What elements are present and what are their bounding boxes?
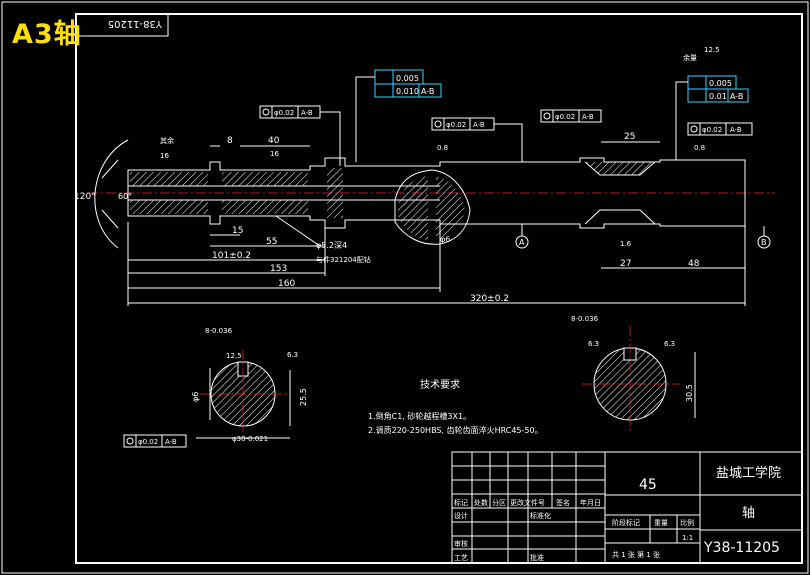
hole-note: 与件321204配钻	[316, 255, 371, 264]
title-block: 标记 处数 分区 更改文件号 签名 年月日 设计 标准化 审核 工艺 批准 阶段…	[451, 451, 803, 564]
section-view-right: 8-0.036 6.3 6.3 30.5	[571, 315, 696, 434]
dim-25: 25	[624, 132, 635, 142]
gear-hatch	[585, 162, 655, 175]
fcf-group-3: φ0.02 A-B	[540, 109, 602, 123]
section-hatch-left	[130, 172, 308, 214]
svg-text:φ0.02: φ0.02	[274, 109, 294, 117]
dim-60: 60°	[118, 192, 132, 201]
corner-code-box	[75, 13, 169, 37]
section-hatch-collar	[327, 168, 343, 218]
svg-text:标准化: 标准化	[530, 511, 551, 520]
tol-1b: 0.010	[396, 87, 419, 96]
svg-text:年月日: 年月日	[580, 498, 601, 507]
drawing-frame	[75, 13, 803, 564]
svg-text:A-B: A-B	[301, 109, 313, 117]
drawing-number: Y38-11205	[703, 540, 780, 556]
fcf-group-1: φ0.02 A-B	[259, 105, 341, 166]
section-view-left: 8-0.036 12.5 6.3 φ6 25.5 φ30-0.021	[191, 327, 308, 443]
rough-08: 0.8	[437, 144, 448, 152]
svg-text:审核: 审核	[454, 539, 468, 548]
gear-tooth-bottom	[584, 209, 656, 225]
dim-27: 27	[620, 259, 631, 269]
rough-16-c: 1.6	[620, 240, 632, 248]
svg-text:φ0.02: φ0.02	[138, 438, 158, 446]
svg-text:标记: 标记	[454, 498, 468, 507]
svg-text:8-0.036: 8-0.036	[571, 315, 599, 323]
svg-text:批准: 批准	[530, 553, 544, 562]
svg-text:30.5: 30.5	[685, 384, 694, 402]
tol-2a: 0.005	[709, 79, 732, 88]
rough-16-a: 16	[160, 152, 169, 160]
datum-b: B	[761, 238, 767, 247]
svg-text:φ30-0.021: φ30-0.021	[232, 435, 268, 443]
svg-text:工艺: 工艺	[454, 554, 468, 562]
dim-15: 15	[232, 226, 243, 236]
dim-55: 55	[266, 237, 277, 247]
fcf-group-2: φ0.02 A-B	[431, 117, 523, 162]
svg-text:比例: 比例	[680, 518, 694, 527]
svg-text:分区: 分区	[492, 498, 506, 507]
svg-text:1:1: 1:1	[682, 534, 693, 542]
svg-text:25.5: 25.5	[299, 388, 308, 406]
corner-code: Y38-11205	[108, 18, 163, 29]
svg-text:12.5: 12.5	[226, 352, 242, 360]
tech-heading: 技术要求	[420, 378, 460, 391]
dim-101: 101±0.2	[212, 251, 251, 261]
svg-text:6.3: 6.3	[588, 340, 599, 348]
svg-text:处数: 处数	[474, 498, 488, 507]
dim-40: 40	[268, 136, 280, 146]
dim-320: 320±0.2	[470, 294, 509, 304]
tol-1b-ref: A-B	[421, 87, 434, 96]
end-arc	[94, 139, 129, 249]
fcf-group-4: φ0.02 A-B	[687, 122, 753, 136]
material: 45	[639, 477, 657, 493]
dim-160: 160	[278, 279, 295, 289]
remain-label-2: 余量	[683, 53, 697, 62]
tech-line-2: 2.调质220-250HBS, 齿轮齿面淬火HRC45-50。	[368, 425, 543, 435]
tech-line-1: 1.倒角C1, 砂轮越程槽3X1。	[368, 411, 471, 421]
dim-8: 8	[227, 136, 233, 146]
dim-48: 48	[688, 259, 700, 269]
fcf-group-5: φ0.02 A-B	[123, 434, 187, 448]
svg-text:φ0.02: φ0.02	[555, 113, 575, 121]
svg-text:签名: 签名	[556, 498, 570, 507]
tol-2b: 0.01	[709, 92, 727, 101]
tol-1a: 0.005	[396, 74, 419, 83]
svg-text:6.3: 6.3	[664, 340, 675, 348]
svg-text:A-B: A-B	[730, 126, 742, 134]
svg-text:A-B: A-B	[165, 438, 177, 446]
svg-text:共 1 张 第 1 张: 共 1 张 第 1 张	[612, 550, 660, 559]
hole-callout: φ5.2深4	[316, 241, 347, 250]
svg-text:A-B: A-B	[473, 121, 485, 129]
remain-label: 其余	[160, 136, 174, 145]
svg-text:A-B: A-B	[582, 113, 594, 121]
svg-text:φ0.02: φ0.02	[702, 126, 722, 134]
part-name: 轴	[742, 506, 755, 521]
svg-text:更改文件号: 更改文件号	[510, 498, 545, 507]
svg-text:重量: 重量	[654, 519, 668, 527]
school-name: 盐城工学院	[716, 465, 781, 481]
rough-08-b: 0.8	[694, 144, 705, 152]
gear-tooth-top	[584, 161, 656, 176]
broken-hatch	[398, 176, 465, 240]
rough-125-b: 12.5	[704, 46, 720, 54]
rough-16-b: 16	[270, 150, 279, 158]
broken-section	[394, 169, 471, 245]
datum-a: A	[519, 238, 525, 247]
page-title: A3轴	[12, 19, 82, 50]
phi6-label: φ6	[440, 235, 450, 244]
svg-text:6.3: 6.3	[287, 351, 298, 359]
dim-120: 120°	[74, 192, 96, 202]
tol-2b-ref: A-B	[730, 92, 743, 101]
svg-text:设计: 设计	[454, 511, 468, 520]
svg-text:φ6: φ6	[191, 392, 200, 402]
svg-text:φ0.02: φ0.02	[446, 121, 466, 129]
svg-text:8-0.036: 8-0.036	[205, 327, 233, 335]
svg-text:阶段标记: 阶段标记	[612, 518, 640, 527]
dim-153: 153	[270, 264, 287, 274]
